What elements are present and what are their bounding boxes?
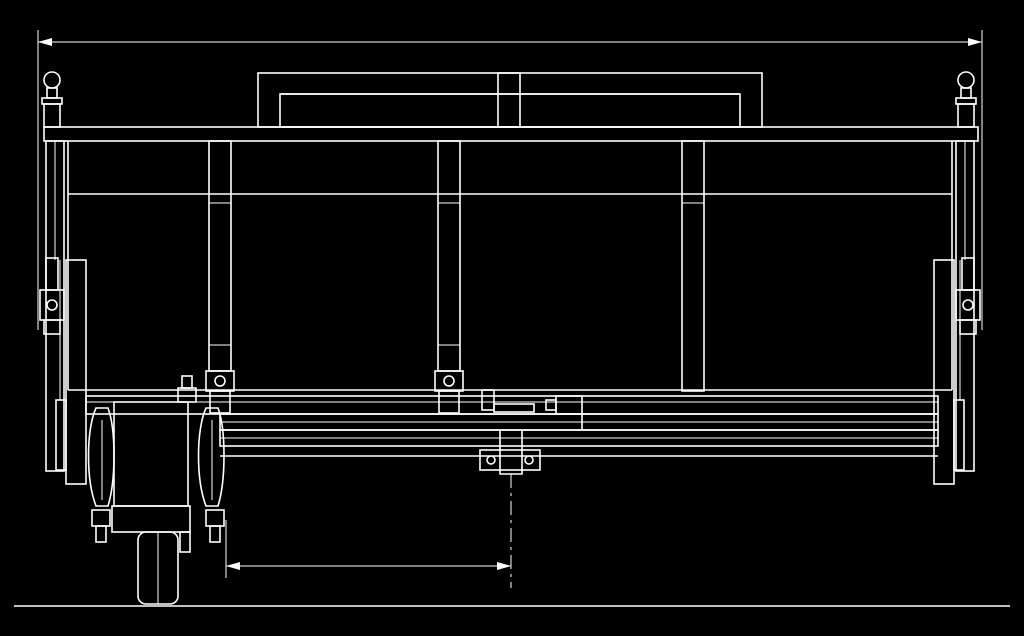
- caster-wheel: [137, 531, 191, 605]
- rail-fitting-right: [545, 395, 583, 430]
- overall-width-dimension: [37, 30, 983, 330]
- caster-brake-knob: [177, 375, 197, 403]
- caster-housing: [87, 401, 225, 533]
- left-outer-post: [45, 140, 65, 472]
- left-side-plate: [55, 259, 87, 485]
- left-shock-absorber: [39, 257, 65, 335]
- clamp-1: [205, 370, 235, 414]
- right-shock-absorber: [955, 257, 981, 335]
- top-handle-frame: [257, 72, 763, 128]
- caster-axle-left-bolt: [91, 509, 111, 543]
- left-ball-knob: [41, 71, 63, 128]
- center-bracket: [479, 430, 541, 475]
- strut-1: [208, 140, 232, 372]
- right-side-plate: [933, 259, 965, 485]
- right-ball-knob: [955, 71, 977, 128]
- caster-axle-right-bolt: [205, 509, 225, 543]
- clamp-2: [434, 370, 464, 414]
- top-crossbar: [43, 126, 979, 142]
- strut-3: [681, 140, 705, 392]
- rail-fitting-left: [481, 389, 535, 413]
- strut-2: [437, 140, 461, 372]
- wheel-offset-dimension: [225, 520, 511, 578]
- right-outer-post: [955, 140, 975, 472]
